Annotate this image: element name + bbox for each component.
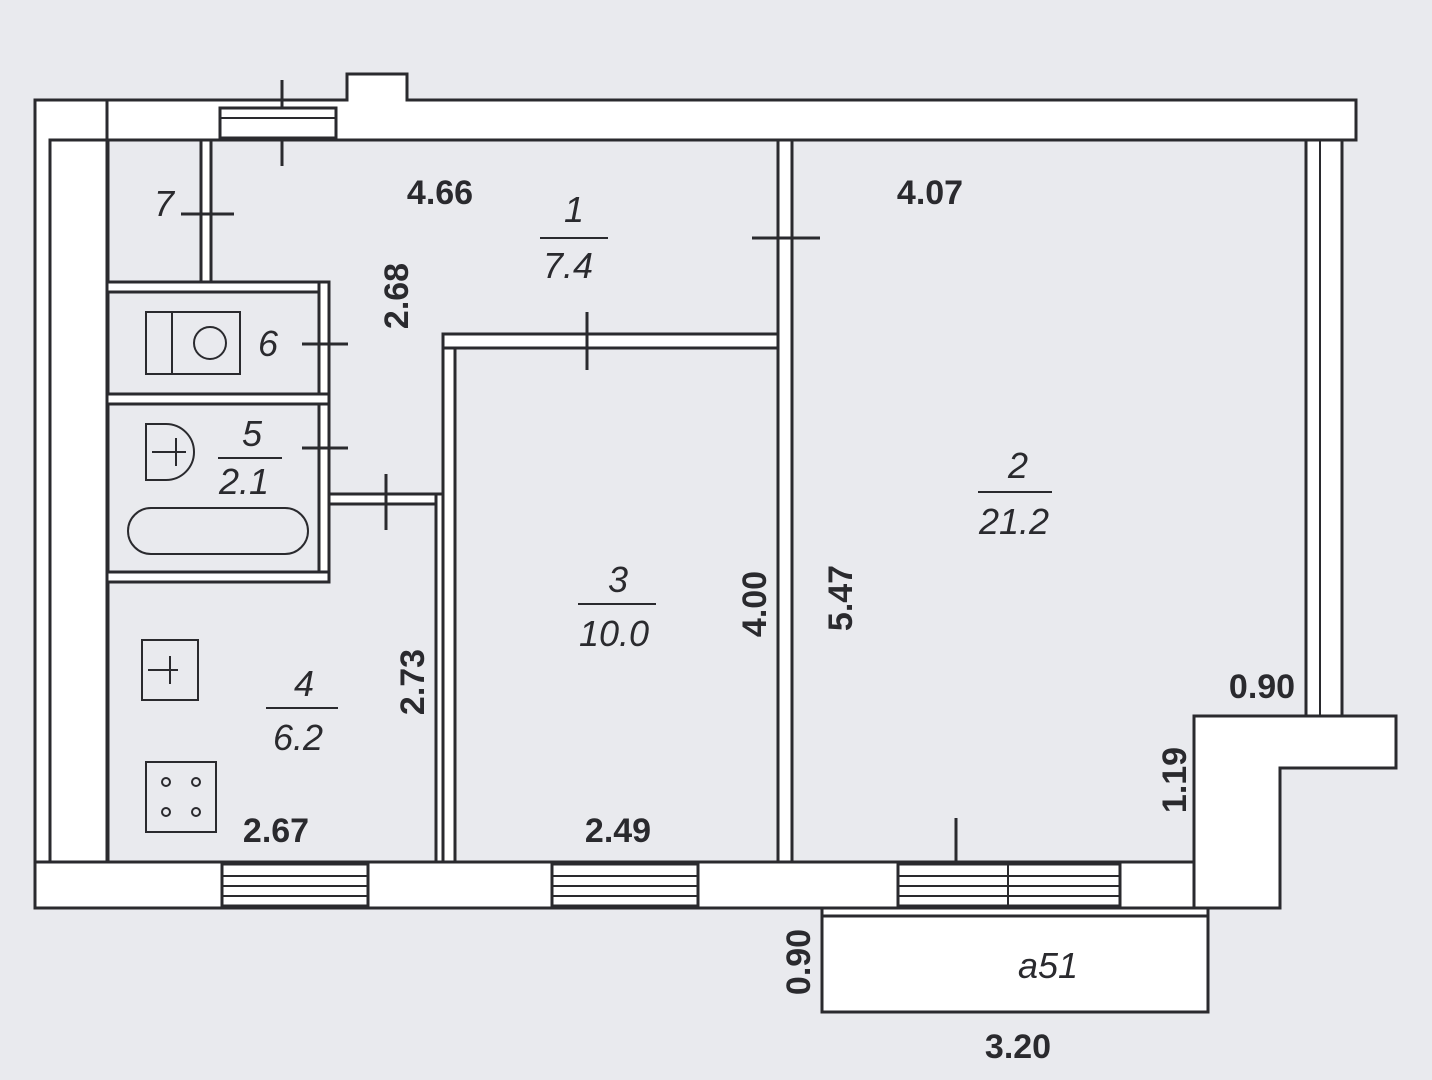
room-number: 5: [242, 413, 263, 454]
room-label-4: 4 6.2: [266, 663, 338, 758]
room2-wall: [776, 138, 794, 864]
dim-balcony-width: 3.20: [985, 1028, 1051, 1066]
balcony: [820, 906, 1210, 1014]
left-wall-inner: [48, 138, 110, 864]
partitions: [105, 138, 794, 864]
niche-wall: [1192, 714, 1398, 910]
room-number: 2: [1007, 445, 1028, 486]
room-label-2: 2 21.2: [978, 445, 1052, 542]
bath-bottom-wall: [105, 570, 331, 584]
toilet-right-wall: [317, 280, 331, 396]
room-number: 3: [608, 559, 628, 600]
dim-balcony-depth: 0.90: [780, 929, 818, 995]
toilet-bottom-wall: [105, 392, 331, 406]
kitchen-sink-fixture: [141, 639, 199, 701]
dim-room2-length: 5.47: [822, 565, 860, 631]
bath-right-wall: [317, 402, 331, 582]
dim-corridor-width: 2.68: [378, 263, 416, 329]
outer-walls: [33, 72, 1398, 910]
room-area: 21.2: [978, 501, 1049, 542]
top-wall: [33, 72, 1358, 142]
right-wall: [1304, 138, 1344, 718]
room3-top-wall: [441, 332, 785, 350]
room-area: 6.2: [273, 717, 323, 758]
windows: [218, 106, 1122, 908]
dim-niche-width: 0.90: [1229, 668, 1295, 706]
dim-kitchen-width: 2.67: [243, 812, 309, 850]
closet-wall: [199, 138, 213, 284]
room3-left-wall: [441, 332, 457, 864]
room-number: 4: [294, 663, 314, 704]
room-label-6: 6: [258, 323, 279, 364]
balcony-label: a51: [1018, 945, 1078, 986]
room-label-3: 3 10.0: [578, 559, 656, 654]
room-area: 10.0: [579, 613, 649, 654]
room-label-5: 5 2.1: [218, 413, 282, 502]
sink-fixture: [145, 423, 195, 481]
stove-fixture: [145, 761, 217, 833]
dim-corridor-length: 4.66: [407, 174, 473, 212]
room-label-7: 7: [154, 183, 176, 224]
toilet-top-wall: [105, 280, 331, 294]
room-area: 7.4: [543, 245, 593, 286]
dim-room2-width: 4.07: [897, 174, 963, 212]
dim-room3-width: 2.49: [585, 812, 651, 850]
dimension-labels: 4.66 4.07 2.68 4.00 5.47 2.73 0.90 1.19 …: [243, 174, 1295, 1066]
bathtub-fixture: [127, 507, 309, 555]
dim-niche-depth: 1.19: [1156, 747, 1194, 813]
room-number: 6: [258, 323, 279, 364]
room-label-1: 1 7.4: [540, 189, 608, 286]
room-number: 7: [154, 183, 176, 224]
room-outlines: [105, 140, 1321, 864]
dim-room3-length: 4.00: [736, 571, 774, 637]
dim-kitchen-length: 2.73: [394, 649, 432, 715]
room-number: 1: [564, 189, 584, 230]
toilet-fixture: [145, 311, 241, 375]
room-area: 2.1: [218, 461, 269, 502]
